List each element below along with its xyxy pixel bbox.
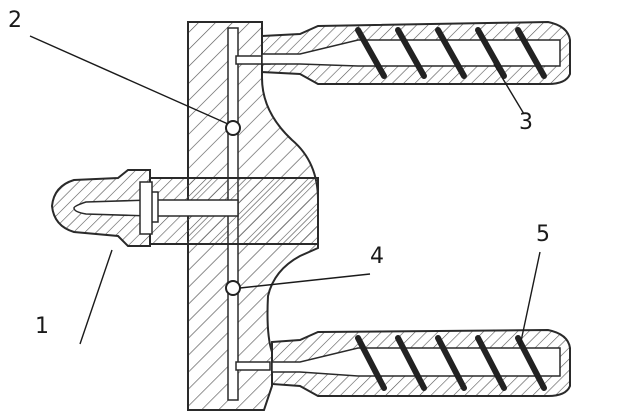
leader-line-2 <box>29 35 229 125</box>
bottom-nozzle <box>271 328 571 397</box>
leader-line-1 <box>79 249 113 345</box>
central-sprue-block <box>149 177 319 245</box>
callout-label-1: 1 <box>35 314 49 339</box>
leader-line-5 <box>519 251 541 347</box>
bottom-heater-coil <box>355 335 547 391</box>
plug-4-icon <box>225 280 241 296</box>
plug-2-icon <box>225 120 241 136</box>
callout-label-3: 3 <box>519 110 533 135</box>
callout-label-5: 5 <box>536 222 550 247</box>
callout-label-4: 4 <box>370 244 384 269</box>
top-nozzle <box>261 20 571 85</box>
leader-line-4 <box>239 273 371 289</box>
inlet-nozzle <box>50 169 153 247</box>
top-heater-coil <box>355 27 547 79</box>
leader-lines <box>29 35 541 347</box>
leader-line-3 <box>493 63 525 115</box>
callout-label-2: 2 <box>8 8 22 33</box>
